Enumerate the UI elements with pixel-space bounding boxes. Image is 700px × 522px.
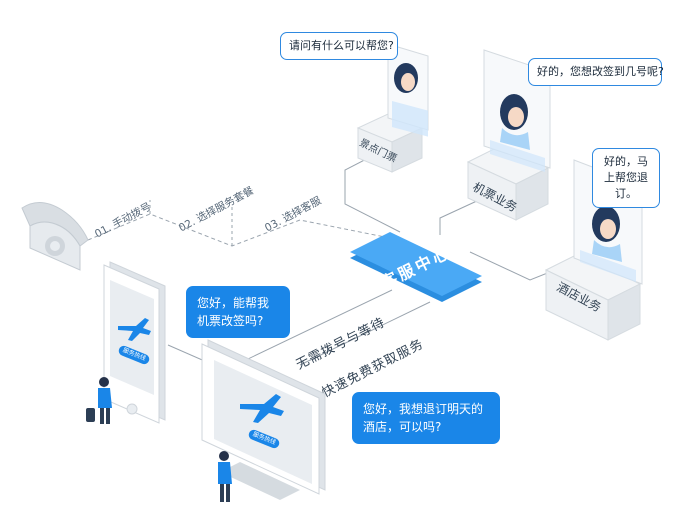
monitor-airplane-icon <box>240 394 284 423</box>
hotel-agent-bubble: 好的，马上帮您退订。 <box>592 148 660 208</box>
phone-user-bubble: 您好，能帮我机票改签吗? <box>186 286 290 338</box>
monitor-user-figure <box>218 451 232 502</box>
scenic-agent-bubble: 请问有什么可以帮您? <box>280 32 398 60</box>
monitor-device <box>201 339 326 500</box>
suitcase-icon <box>86 408 95 422</box>
flight-agent-bubble: 好的，您想改签到几号呢? <box>528 58 664 86</box>
phone-device <box>103 261 166 424</box>
monitor-user-bubble: 您好，我想退订明天的酒店，可以吗? <box>352 392 500 444</box>
connection-lines <box>87 151 561 371</box>
phone-user-figure <box>86 377 112 424</box>
phone-airplane-icon <box>118 318 151 341</box>
line-to-scenic <box>344 151 401 233</box>
scenic-service-card <box>356 43 429 173</box>
line-to-monitor <box>299 301 431 366</box>
telephone-icon <box>21 202 89 271</box>
hub-platform <box>350 232 482 302</box>
